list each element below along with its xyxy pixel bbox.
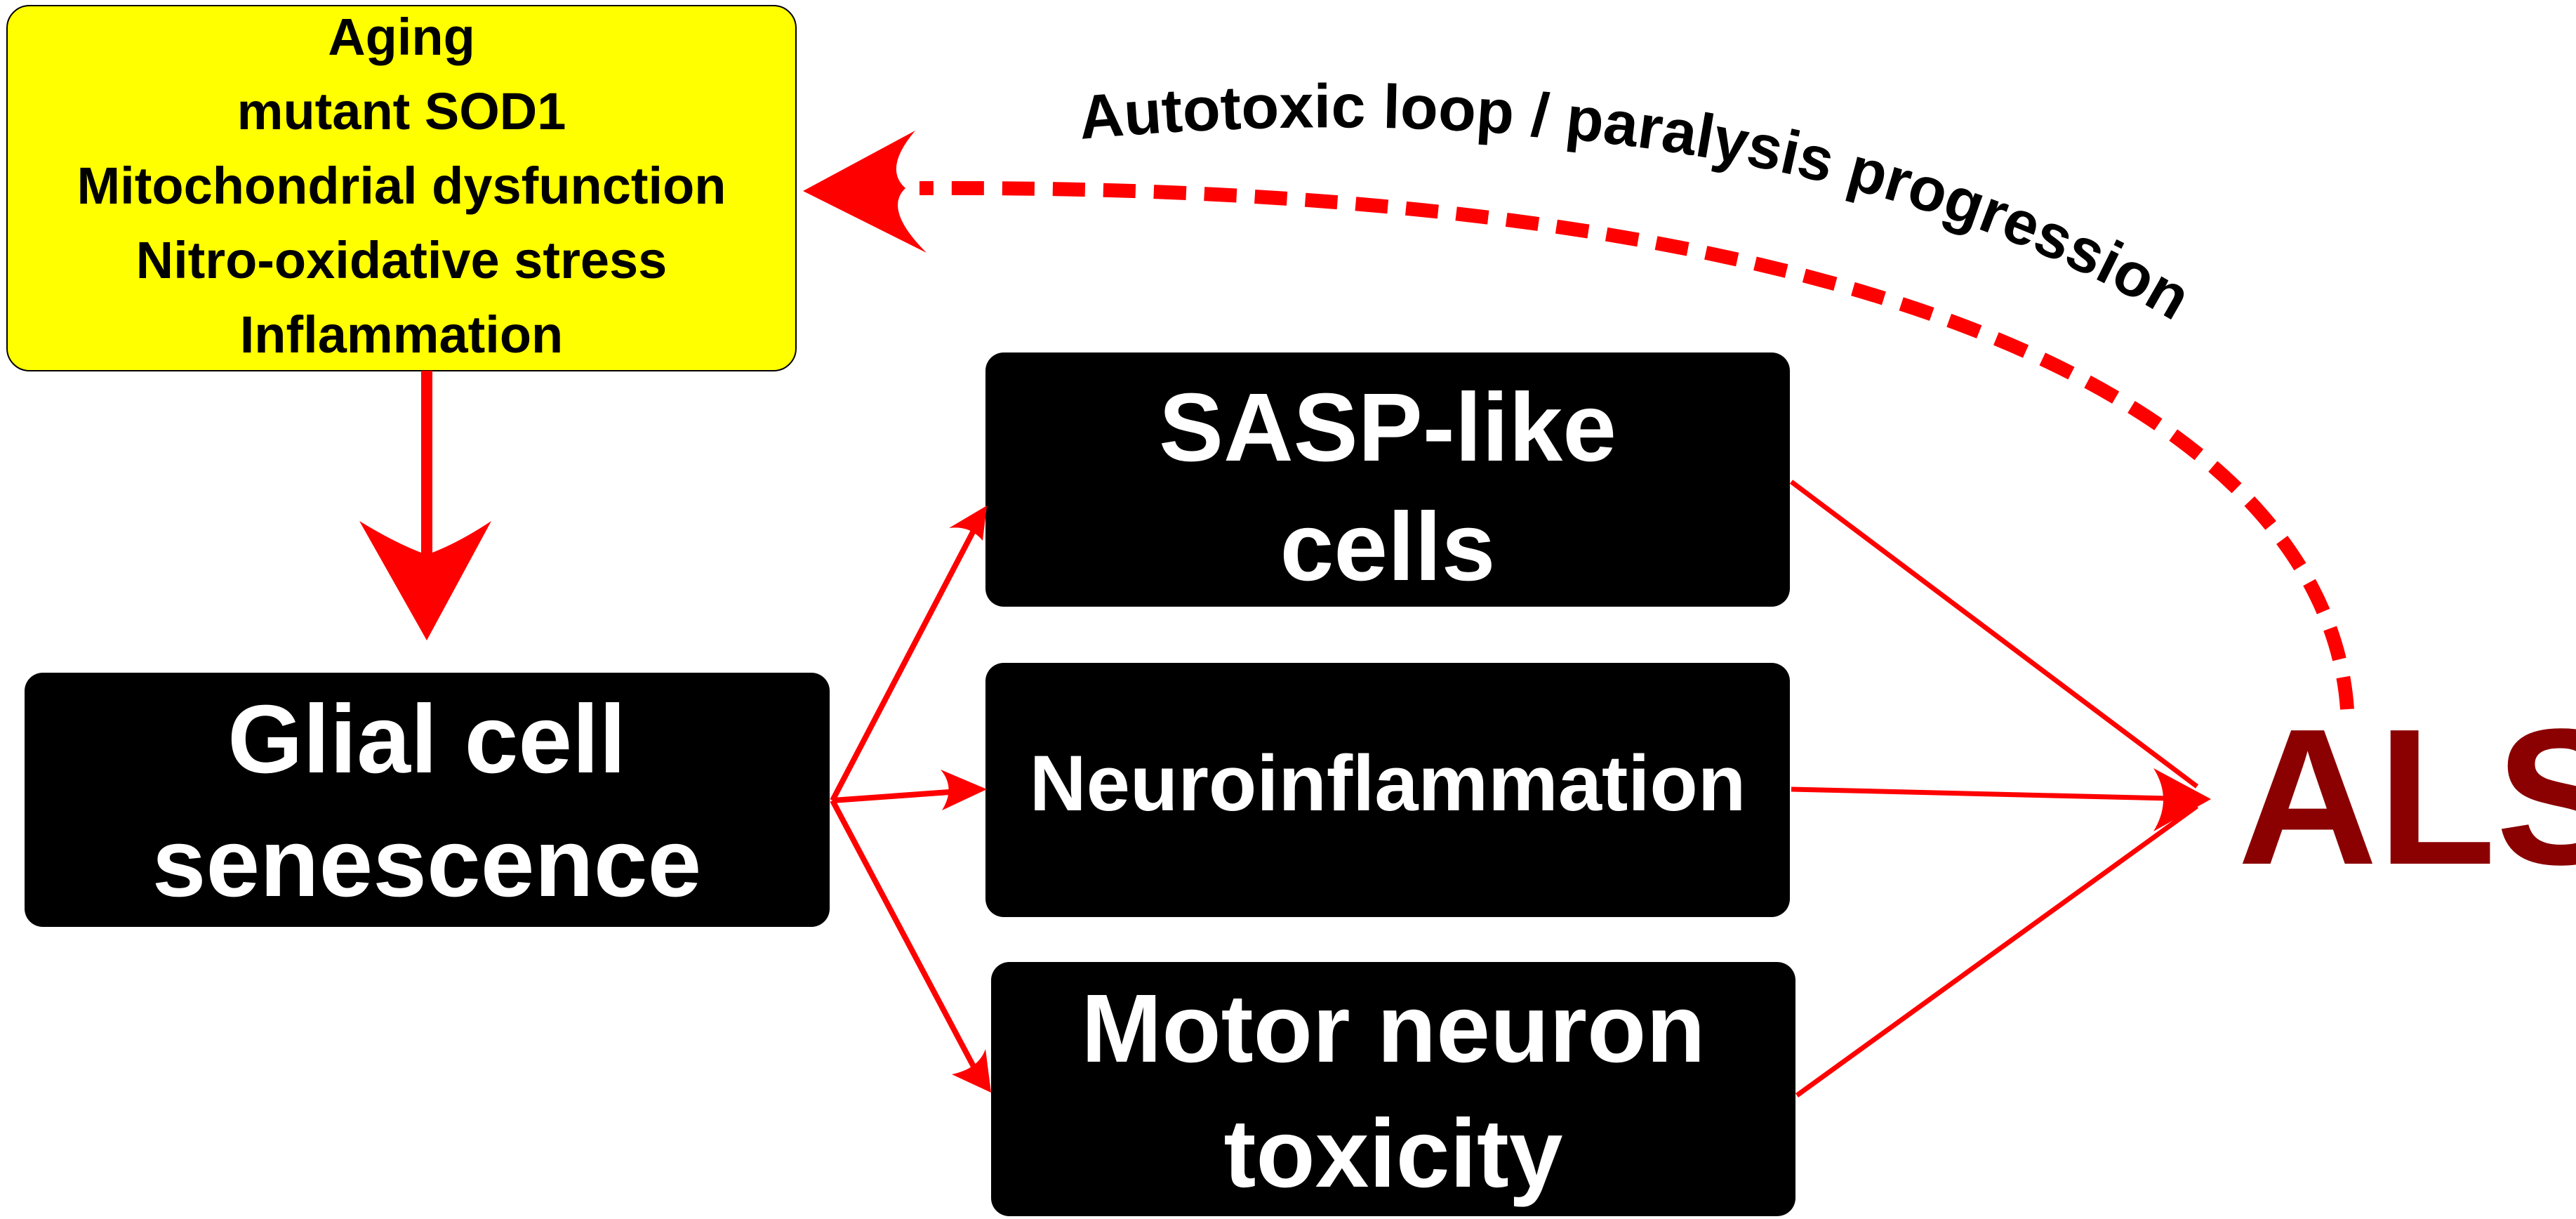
risk-factor-mitochondrial-dysfunction: Mitochondrial dysfunction — [77, 157, 726, 215]
arrow-head-loop — [803, 131, 927, 253]
motor-box-line2: toxicity — [1223, 1100, 1562, 1208]
arrow-head-to-motor — [952, 1049, 991, 1093]
arrow-head-to-sasp — [949, 506, 987, 541]
arrow-head-down — [359, 521, 491, 640]
neuroinflammation-box: Neuroinflammation — [985, 663, 1790, 917]
risk-factor-inflammation: Inflammation — [240, 305, 563, 364]
arrow-sasp-to-als — [1789, 480, 2199, 789]
motor-box-line1: Motor neuron — [1081, 975, 1705, 1083]
arrow-glial-to-sasp — [830, 506, 987, 802]
neuroinflammation-box-line1: Neuroinflammation — [1030, 739, 1746, 827]
arrow-glial-to-neuroinflammation — [832, 770, 987, 810]
arrow-risk-to-glial — [359, 371, 491, 640]
sasp-like-cells-box: SASP-like cells — [985, 352, 1790, 607]
arrow-motor-to-als — [1795, 804, 2199, 1098]
glial-box-line1: Glial cell — [227, 685, 626, 793]
risk-factors-rect — [6, 5, 797, 371]
outcome-label-als: ALS — [2238, 689, 2576, 905]
glial-box-line2: senescence — [152, 809, 702, 917]
risk-factor-mutant-sod1: mutant SOD1 — [237, 82, 566, 140]
arrow-neuroinflammation-to-als — [1791, 786, 2198, 802]
loop-label: Autotoxic loop / paralysis progression — [1076, 71, 2202, 333]
sasp-box-line2: cells — [1280, 493, 1496, 601]
autotoxic-loop-arrow — [803, 131, 2354, 710]
loop-dashed-curve — [919, 180, 2354, 710]
motor-neuron-toxicity-box: Motor neuron toxicity — [991, 962, 1795, 1216]
glial-senescence-box: Glial cell senescence — [25, 673, 830, 927]
arrow-glial-to-motor — [830, 799, 991, 1093]
arrow-head-to-neuroinflammation — [941, 770, 987, 810]
risk-factor-nitro-oxidative-stress: Nitro-oxidative stress — [136, 231, 668, 289]
risk-factor-aging: Aging — [328, 8, 475, 66]
sasp-box-line1: SASP-like — [1159, 374, 1616, 482]
arrow-head-to-als — [2153, 768, 2211, 831]
loop-label-text: Autotoxic loop / paralysis progression — [1076, 71, 2202, 333]
risk-factors-box: Aging mutant SOD1 Mitochondrial dysfunct… — [6, 5, 797, 371]
